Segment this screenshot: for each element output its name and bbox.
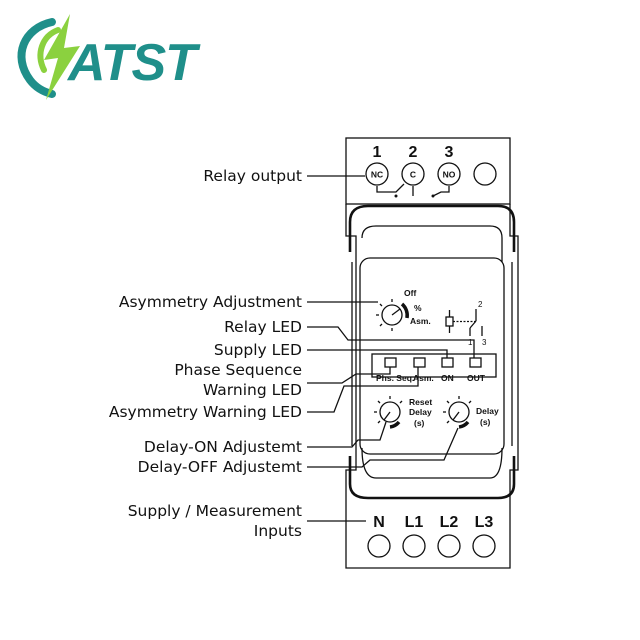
- label-supply-measurement: Supply / Measurement: [128, 502, 302, 520]
- delay-label-2: (s): [480, 417, 491, 427]
- reset-delay-dial: Reset Delay (s): [374, 396, 432, 429]
- top-terminals: 1 2 3 NC C NO: [365, 144, 497, 198]
- asm-off-label: Off: [404, 288, 416, 298]
- terminal-number-2: 2: [409, 144, 418, 161]
- symbol-number-2: 2: [478, 300, 483, 309]
- device-body: [345, 137, 519, 569]
- terminal-label-l2: L2: [440, 514, 459, 531]
- led-phase-sequence: [384, 357, 397, 368]
- leader-lines: [307, 175, 475, 522]
- reset-label-2: Delay: [409, 407, 432, 417]
- logo-swoosh-green-icon: [37, 27, 61, 73]
- logo-swoosh-icon: [17, 18, 56, 98]
- terminal-blank: [473, 162, 497, 186]
- logo-bolt-icon: [44, 14, 80, 100]
- terminal-n: [367, 534, 391, 558]
- label-relay-output: Relay output: [203, 167, 302, 185]
- asm-name-label: Asm.: [410, 316, 431, 326]
- delay-dial: Delay (s): [443, 396, 499, 429]
- terminal-number-3: 3: [445, 144, 454, 161]
- terminal-label-n: N: [373, 514, 385, 531]
- label-delay-on: Delay-ON Adjustemt: [144, 438, 302, 456]
- led-asymmetry: [413, 357, 426, 368]
- terminal-l2: [437, 534, 461, 558]
- reset-label-1: Reset: [409, 397, 432, 407]
- symbol-number-1: 1: [468, 338, 473, 347]
- led-on: [441, 357, 454, 368]
- label-delay-off: Delay-OFF Adjustemt: [138, 458, 302, 476]
- led-label-out: OUT: [467, 373, 486, 383]
- asm-unit-label: %: [414, 303, 422, 313]
- callout-labels: Relay output Asymmetry Adjustment Relay …: [109, 167, 302, 540]
- terminal-c: [401, 162, 425, 186]
- led-label-phs-seq: Phs. Seq.: [376, 373, 414, 383]
- led-out: [469, 357, 482, 368]
- led-label-on: ON: [441, 373, 454, 383]
- label-inputs: Inputs: [254, 522, 302, 540]
- label-asymmetry-adjustment: Asymmetry Adjustment: [119, 293, 302, 311]
- atst-logo: ATST: [17, 14, 202, 100]
- terminal-no: [437, 162, 461, 186]
- terminal-code-c: C: [410, 170, 416, 180]
- delay-label-1: Delay: [476, 406, 499, 416]
- symbol-number-3: 3: [482, 338, 487, 347]
- terminal-label-l1: L1: [405, 514, 424, 531]
- terminal-number-1: 1: [373, 144, 382, 161]
- label-supply-led: Supply LED: [214, 341, 302, 359]
- logo-text: ATST: [66, 34, 201, 92]
- label-relay-led: Relay LED: [224, 318, 302, 336]
- terminal-l3: [472, 534, 496, 558]
- led-row: Phs. Seq. Asm. ON OUT: [371, 353, 497, 383]
- bottom-terminals: N L1 L2 L3: [367, 514, 496, 558]
- terminal-code-no: NO: [443, 170, 456, 180]
- label-warning-led: Warning LED: [203, 381, 302, 399]
- terminal-label-l3: L3: [475, 514, 494, 531]
- label-phase-sequence: Phase Sequence: [174, 361, 302, 379]
- relay-symbol-icon: 2 1 3: [445, 300, 487, 347]
- asymmetry-dial: Off % Asm.: [376, 288, 431, 331]
- reset-label-3: (s): [414, 418, 425, 428]
- terminal-code-nc: NC: [371, 170, 383, 180]
- label-asymmetry-warning-led: Asymmetry Warning LED: [109, 403, 302, 421]
- terminal-l1: [402, 534, 426, 558]
- terminal-nc: [365, 162, 389, 186]
- led-label-asm: Asm.: [413, 373, 434, 383]
